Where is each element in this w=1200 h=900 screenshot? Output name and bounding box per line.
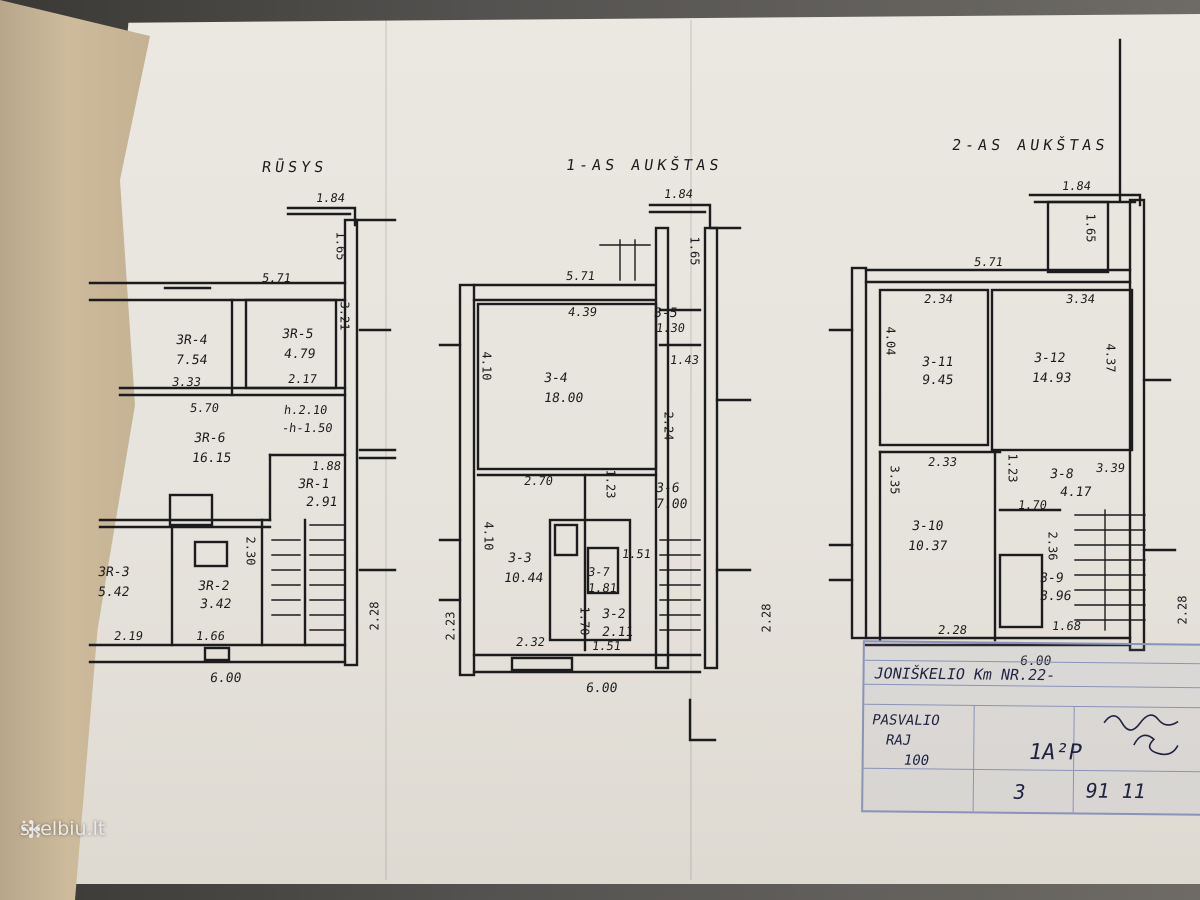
first-floor-stairs [599,239,701,631]
dimension-label: 5.70 [189,401,220,415]
second-floor-plan [828,38,1177,652]
first-floor-plan [438,203,752,742]
dimension-label: 2.33 [927,455,958,469]
dimension-label: 6.00 [208,671,243,686]
room-area: 10.37 [906,539,949,554]
dimension-label: 2.28 [759,603,774,633]
dimension-label: 1.70 [577,606,592,636]
paper-fold [690,20,692,880]
dimension-label: 3.33 [171,375,202,389]
room-area: 4.79 [282,347,317,362]
height-label: h.2.10 [283,403,329,417]
room-id: 3-9 [1038,571,1065,586]
room-area: 3.96 [1038,589,1073,604]
dimension-label: 5.71 [565,269,596,283]
room-area: 7.54 [174,353,209,368]
room-id: 3-5 [652,306,679,321]
dimension-label: 1.51 [591,639,622,653]
dimension-label: 2.24 [661,411,676,441]
watermark-text: skelbiu.lt [20,818,106,840]
dimension-label: 1.81 [587,581,618,595]
room-id: 3-3 [506,551,533,566]
dimension-label: 2.19 [113,629,144,643]
dimension-label: 2.36 [1045,531,1060,561]
room-id: 3-6 [654,481,681,496]
dimension-label: 1.68 [1051,619,1082,633]
basement-stairs [271,524,346,631]
room-id: 3-2 [600,607,627,622]
dimension-label: 6.00 [584,681,619,696]
room-id: 3-4 [542,371,569,386]
dimension-label: 1.84 [315,191,346,205]
height-label: -h-1.50 [281,421,334,435]
room-area: 9.45 [920,373,955,388]
room-id: 3R-4 [174,333,209,348]
dimension-label: 4.10 [479,351,494,381]
room-area: 1.30 [655,321,686,335]
dimension-label: 2.28 [937,623,968,637]
dimension-label: 3.34 [1065,292,1096,306]
dimension-label: 1.43 [669,353,700,367]
dimension-label: 2.23 [443,611,458,641]
basement-plan [88,206,397,667]
dimension-label: 2.32 [515,635,546,649]
room-id: 3R-2 [196,579,231,594]
room-id: 3-12 [1032,351,1067,366]
dimension-label: 1.23 [603,469,618,499]
watermark-logo-icon [22,820,40,838]
dimension-label: 3.21 [337,301,352,331]
room-id: 3-10 [910,519,945,534]
dimension-label: 2.34 [923,292,954,306]
room-id: 3-8 [1048,467,1075,482]
registry-stamp: JONIŠKELIO Km NR.22- PASVALIO RAJ 100 1A… [861,640,1200,816]
dimension-label: 2.17 [287,372,318,386]
dimension-label: 3.35 [887,465,902,495]
room-id: 3-11 [920,355,955,370]
room-id: 3R-1 [296,477,331,492]
room-area: 3.42 [198,597,233,612]
dimension-label: 1.65 [333,231,348,261]
site-watermark: skelbiu.lt [20,818,105,840]
basement-title: RŪSYS [260,158,329,176]
dimension-label: 2.28 [1175,595,1190,625]
dimension-label: 2.28 [367,601,382,631]
dimension-label: 4.10 [481,521,496,551]
dimension-label: 4.04 [883,326,898,356]
dimension-label: 1.66 [195,629,226,643]
second-floor-title: 2-AS AUKŠTAS [950,136,1110,154]
room-area: 7.00 [654,497,689,512]
first-floor-title: 1-AS AUKŠTAS [564,156,724,174]
room-area: 14.93 [1030,371,1073,386]
stamp-grid [863,659,1200,813]
dimension-label: 1.23 [1005,453,1020,483]
room-id: 3R-3 [96,565,131,580]
dimension-label: 5.71 [973,255,1004,269]
dimension-label: 4.39 [567,305,598,319]
signature [1103,714,1179,756]
dimension-label: 2.70 [523,474,554,488]
second-floor-stairs [1074,509,1146,631]
room-area: 10.44 [502,571,545,586]
dimension-label: 1.84 [1061,179,1092,193]
dimension-label: 4.37 [1103,343,1118,373]
dimension-label: 1.84 [663,187,694,201]
dimension-label: 1.51 [621,547,652,561]
dimension-label: 1.65 [687,236,702,266]
room-area: 2.11 [600,625,635,640]
dimension-label: 3.39 [1095,461,1126,475]
room-id: 3-7 [587,565,611,579]
room-area: 5.42 [96,585,131,600]
dimension-label: 1.88 [311,459,342,473]
room-area: 2.91 [304,495,339,510]
room-area: 4.17 [1058,485,1093,500]
room-id: 3R-6 [192,431,227,446]
dimension-label: 2.30 [243,536,258,566]
room-area: 18.00 [542,391,585,406]
dimension-label: 1.70 [1017,498,1048,512]
dimension-label: 5.71 [261,271,292,285]
dimension-label: 1.65 [1083,213,1098,243]
room-area: 16.15 [190,451,233,466]
room-id: 3R-5 [280,327,315,342]
